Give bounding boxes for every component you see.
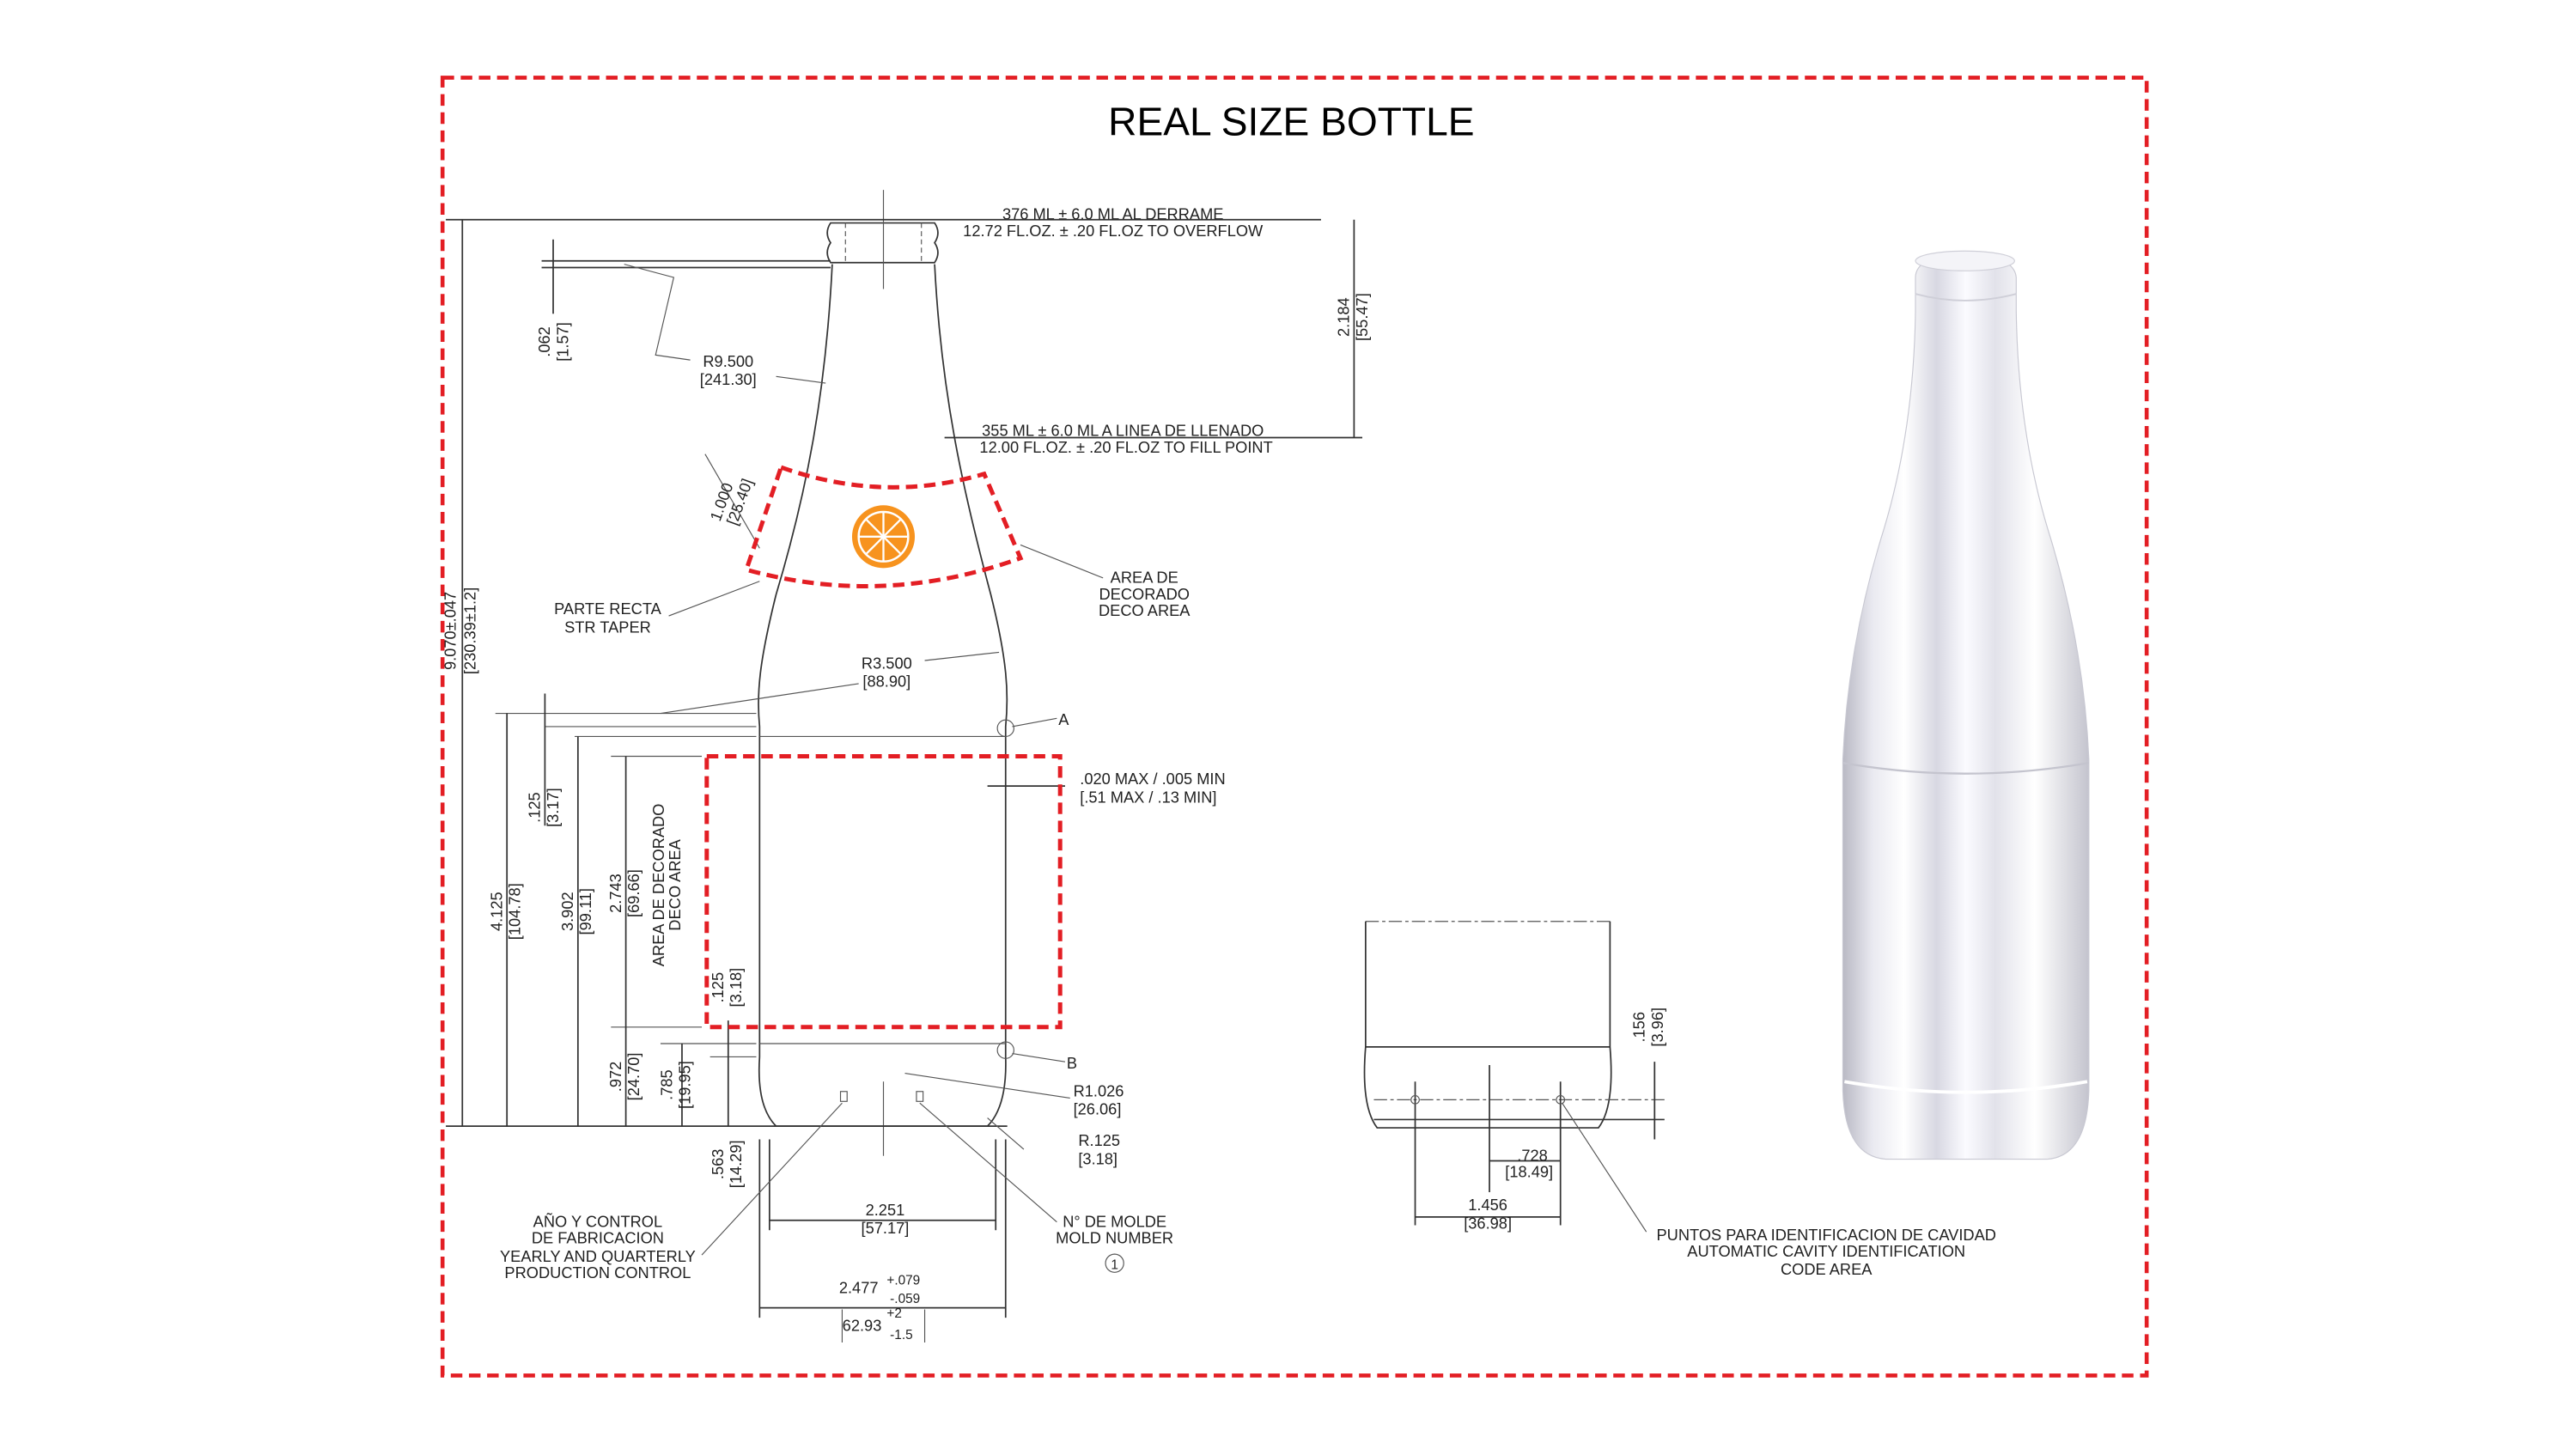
svg-text:A: A: [1058, 710, 1069, 728]
svg-text:[.51 MAX / .13 MIN]: [.51 MAX / .13 MIN]: [1080, 788, 1216, 806]
page-title: REAL SIZE BOTTLE: [1108, 100, 1474, 144]
svg-text:CODE AREA: CODE AREA: [1781, 1260, 1873, 1278]
svg-text:DE FABRICACION: DE FABRICACION: [532, 1229, 664, 1247]
svg-text:.785: .785: [657, 1069, 675, 1100]
svg-text:[241.30]: [241.30]: [700, 370, 757, 388]
svg-text:12.00 FL.OZ. ± .20 FL.OZ TO FI: 12.00 FL.OZ. ± .20 FL.OZ TO FILL POINT: [979, 438, 1272, 456]
bottle-3d-render: [1842, 250, 2090, 1160]
svg-text:DECORADO: DECORADO: [1099, 585, 1190, 603]
svg-text:2.184: 2.184: [1335, 297, 1353, 337]
svg-text:-1.5: -1.5: [890, 1328, 912, 1342]
svg-text:1: 1: [1111, 1257, 1118, 1272]
svg-text:[230.39±1.2]: [230.39±1.2]: [461, 588, 479, 674]
svg-text:3.902: 3.902: [558, 892, 576, 931]
svg-text:[55.47]: [55.47]: [1353, 293, 1371, 341]
svg-text:AREA DE DECORADO: AREA DE DECORADO: [649, 804, 667, 967]
svg-text:[36.98]: [36.98]: [1464, 1214, 1512, 1232]
svg-text:12.72 FL.OZ. ± .20 FL.OZ TO OV: 12.72 FL.OZ. ± .20 FL.OZ TO OVERFLOW: [963, 222, 1264, 240]
svg-text:R3.500: R3.500: [862, 654, 912, 673]
deco-area-body: [704, 754, 1063, 1030]
svg-text:[3.18]: [3.18]: [1078, 1149, 1117, 1167]
svg-text:.972: .972: [606, 1062, 624, 1093]
svg-text:.020 MAX / .005 MIN: .020 MAX / .005 MIN: [1080, 770, 1225, 788]
svg-text:.728: .728: [1517, 1147, 1548, 1165]
svg-text:355 ML ± 6.0 ML A LINEA DE LLE: 355 ML ± 6.0 ML A LINEA DE LLENADO: [982, 422, 1264, 440]
svg-text:YEARLY AND QUARTERLY: YEARLY AND QUARTERLY: [500, 1247, 696, 1265]
svg-text:.156: .156: [1630, 1012, 1648, 1043]
svg-text:N° DE MOLDE: N° DE MOLDE: [1063, 1212, 1166, 1230]
svg-text:[3.18]: [3.18]: [727, 968, 745, 1008]
svg-text:376 ML ± 6.0 ML AL DERRAME: 376 ML ± 6.0 ML AL DERRAME: [1002, 205, 1224, 223]
base-detail-drawing: [1363, 921, 1665, 1233]
svg-text:+.079: +.079: [886, 1274, 920, 1288]
svg-text:AREA DE: AREA DE: [1111, 569, 1178, 587]
svg-text:9.070±.047: 9.070±.047: [442, 592, 460, 670]
svg-text:[104.78]: [104.78]: [506, 883, 524, 940]
bottle-technical-drawing: [446, 190, 1363, 1318]
svg-text:1.456: 1.456: [1468, 1196, 1507, 1214]
svg-text:.062: .062: [535, 326, 553, 357]
svg-text:[18.49]: [18.49]: [1505, 1163, 1553, 1181]
deco-area-shoulder: [743, 464, 1024, 588]
svg-text:PARTE RECTA: PARTE RECTA: [554, 600, 662, 618]
svg-text:2.743: 2.743: [606, 874, 624, 913]
svg-text:MOLD NUMBER: MOLD NUMBER: [1056, 1229, 1173, 1247]
svg-text:PRODUCTION CONTROL: PRODUCTION CONTROL: [504, 1263, 691, 1282]
svg-text:[3.96]: [3.96]: [1648, 1008, 1666, 1047]
svg-text:R9.500: R9.500: [703, 352, 753, 370]
orange-slice-icon: [851, 505, 916, 569]
svg-text:STR TAPER: STR TAPER: [564, 618, 651, 636]
svg-text:[99.11]: [99.11]: [576, 888, 594, 935]
svg-text:PUNTOS PARA IDENTIFICACION DE: PUNTOS PARA IDENTIFICACION DE CAVIDAD: [1656, 1226, 1995, 1244]
svg-text:[57.17]: [57.17]: [862, 1219, 910, 1237]
svg-text:AÑO Y CONTROL: AÑO Y CONTROL: [533, 1212, 662, 1230]
svg-text:2.251: 2.251: [866, 1201, 905, 1219]
svg-text:[26.06]: [26.06]: [1074, 1100, 1122, 1118]
svg-text:[88.90]: [88.90]: [862, 673, 910, 691]
svg-text:-.059: -.059: [890, 1292, 920, 1306]
svg-text:+2: +2: [886, 1306, 902, 1321]
svg-text:[3.17]: [3.17]: [544, 788, 562, 827]
svg-text:[69.66]: [69.66]: [624, 869, 642, 917]
base-detail-labels: .156 [3.96] .728 [18.49] 1.456 [36.98] P…: [1464, 1008, 1996, 1278]
drawing-labels: 376 ML ± 6.0 ML AL DERRAME 12.72 FL.OZ. …: [442, 205, 1371, 1342]
svg-text:.563: .563: [709, 1149, 727, 1180]
svg-text:R1.026: R1.026: [1074, 1082, 1124, 1100]
svg-text:B: B: [1067, 1054, 1077, 1072]
svg-text:2.477: 2.477: [839, 1278, 879, 1296]
svg-text:DECO AREA: DECO AREA: [1099, 601, 1191, 619]
svg-text:DECO AREA: DECO AREA: [666, 838, 684, 930]
svg-text:[19.95]: [19.95]: [676, 1061, 694, 1109]
svg-text:[14.29]: [14.29]: [727, 1140, 745, 1188]
svg-text:AUTOMATIC CAVITY IDENTIFICATIO: AUTOMATIC CAVITY IDENTIFICATION: [1687, 1242, 1965, 1260]
svg-text:R.125: R.125: [1078, 1131, 1120, 1149]
svg-text:[24.70]: [24.70]: [624, 1053, 642, 1101]
svg-text:.125: .125: [526, 792, 544, 823]
svg-text:[1.57]: [1.57]: [553, 322, 571, 362]
svg-text:62.93: 62.93: [843, 1317, 882, 1335]
frame-border: [440, 76, 2149, 1378]
svg-text:.125: .125: [709, 972, 727, 1003]
svg-text:4.125: 4.125: [487, 892, 505, 931]
